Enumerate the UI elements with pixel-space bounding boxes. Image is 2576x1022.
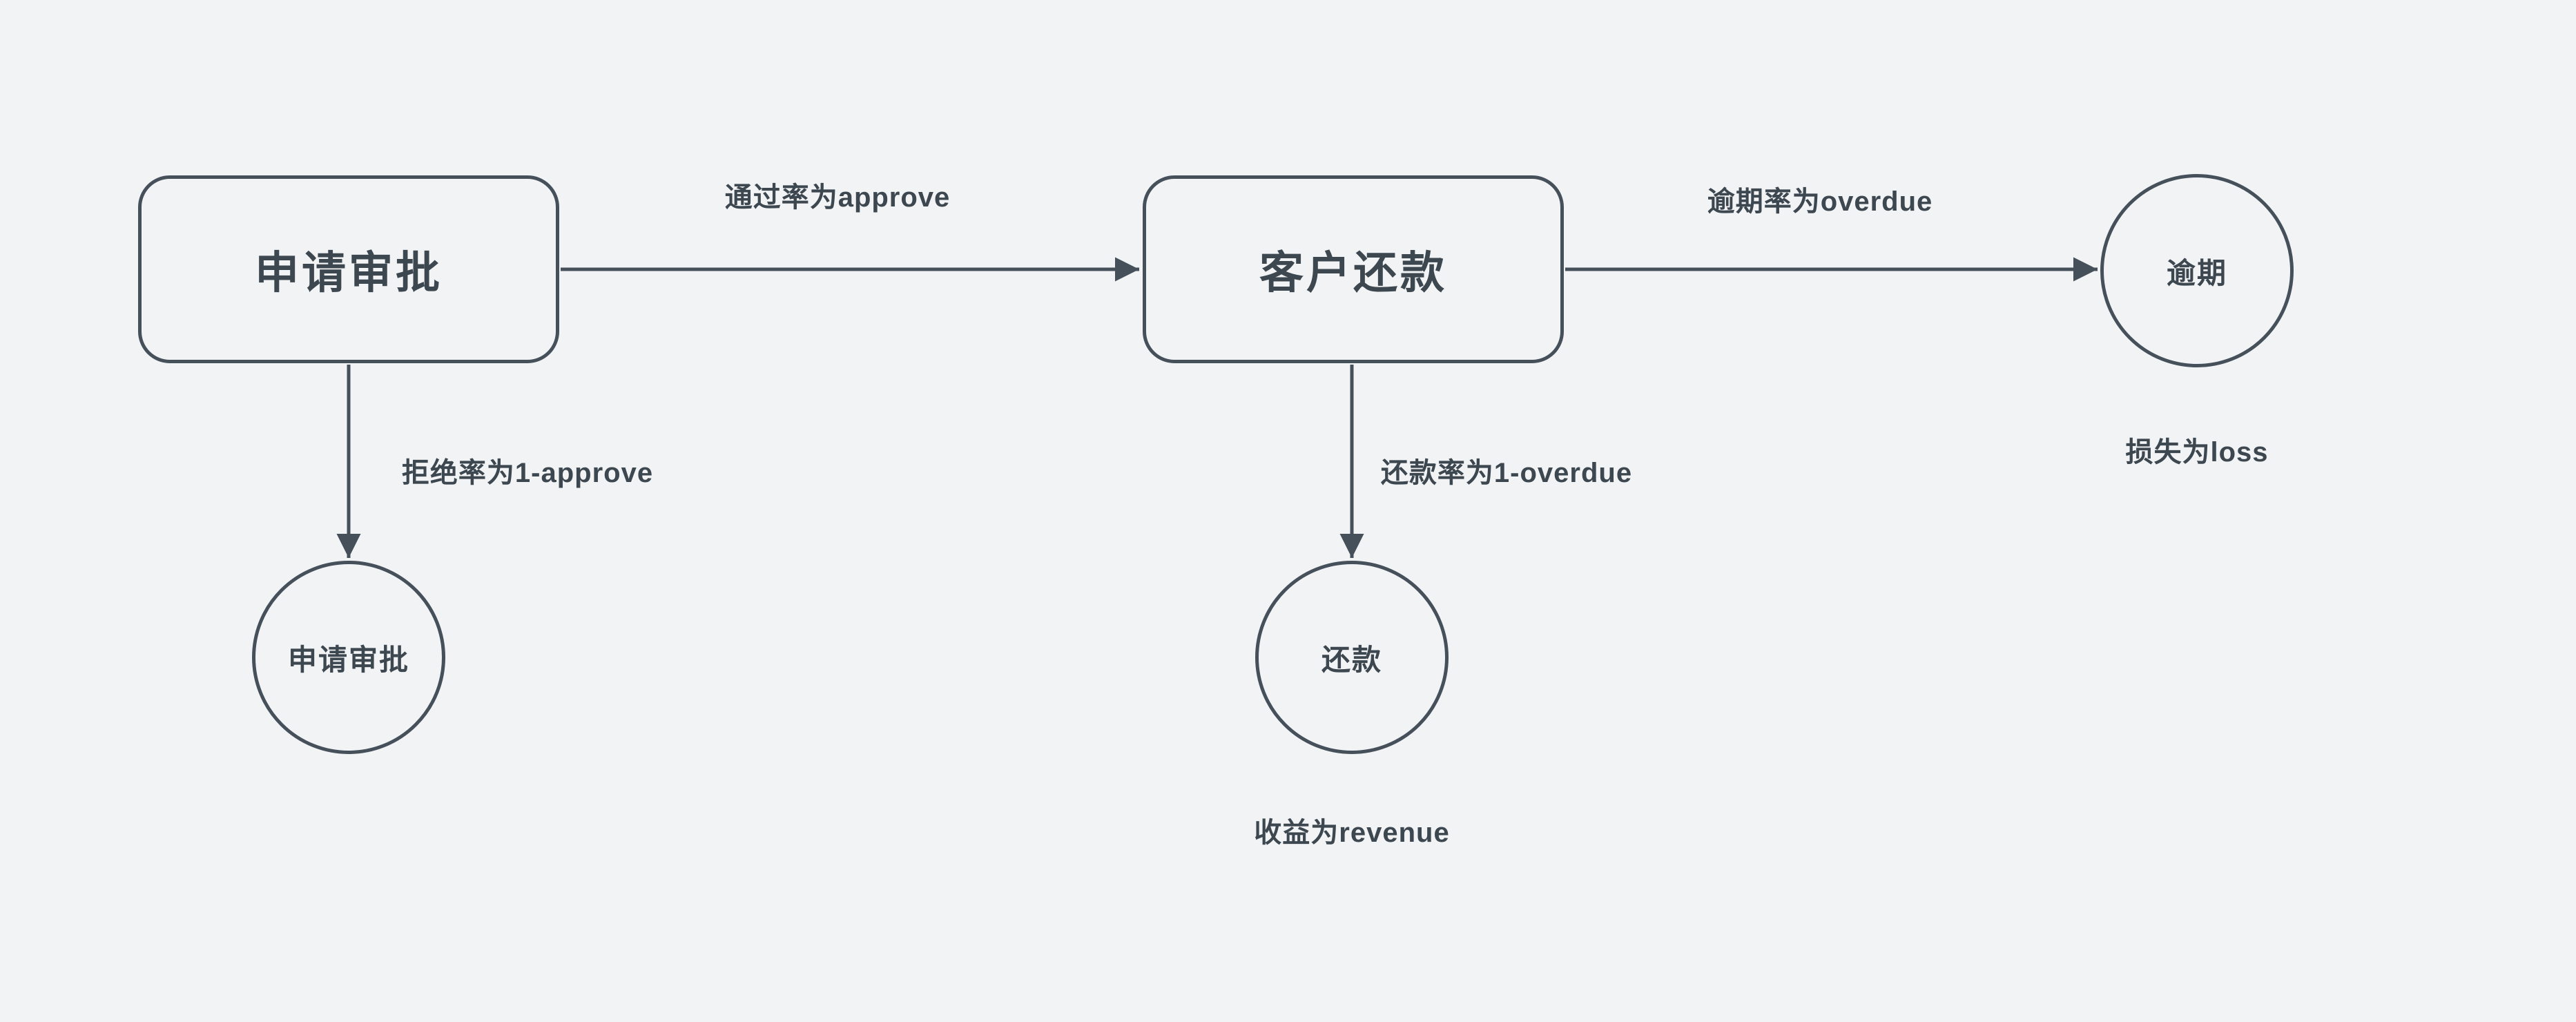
node-overdue[interactable]: 逾期	[2100, 174, 2294, 367]
node-overdue-label: 逾期	[2166, 256, 2227, 289]
node-approval[interactable]: 申请审批	[138, 175, 559, 363]
edge-label-approve-rate[interactable]: 通过率为approve	[724, 182, 951, 213]
node-rejected-label: 申请审批	[287, 643, 409, 676]
node-repaid[interactable]: 还款	[1255, 561, 1449, 754]
node-rejected[interactable]: 申请审批	[252, 561, 445, 754]
edge-label-reject-rate[interactable]: 拒绝率为1-approve	[401, 458, 654, 488]
node-customer-repayment-label: 客户还款	[1259, 248, 1447, 298]
node-customer-repayment[interactable]: 客户还款	[1143, 175, 1564, 363]
node-approval-label: 申请审批	[255, 248, 443, 298]
edge-label-overdue-rate[interactable]: 逾期率为overdue	[1707, 186, 1933, 217]
edge-label-repay-rate[interactable]: 还款率为1-overdue	[1380, 458, 1633, 488]
node-repaid-label: 还款	[1321, 643, 1382, 676]
annotation-revenue[interactable]: 收益为revenue	[1254, 818, 1450, 848]
annotation-loss[interactable]: 损失为loss	[2125, 437, 2269, 467]
